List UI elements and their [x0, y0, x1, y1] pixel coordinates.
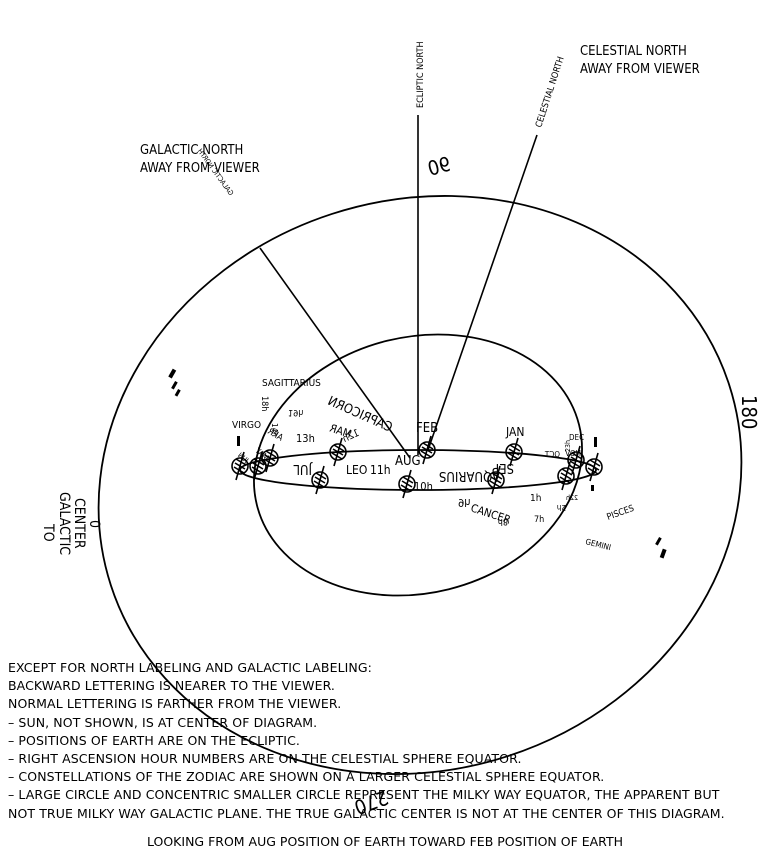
earth-marker: [231, 451, 249, 481]
galactic-north-axis: [259, 247, 411, 459]
note-line: NOT TRUE MILKY WAY GALACTIC PLANE. THE T…: [8, 805, 725, 821]
hour-label-11h: 11h: [370, 463, 391, 477]
hour-label-19h: 19h: [288, 407, 303, 417]
month-label-dec: DEC: [569, 433, 584, 442]
hour-label-2h: 2h: [557, 503, 566, 512]
galactic-center-label-line-3: TO: [40, 523, 56, 542]
hour-label-18h: 18h: [259, 396, 269, 411]
note-line: – POSITIONS OF EARTH ARE ON THE ECLIPTIC…: [8, 732, 300, 748]
month-label-aug: AUG: [395, 454, 421, 469]
galactic-marker-left: [168, 368, 181, 397]
constellation-leo: LEO: [346, 463, 367, 477]
ecliptic-north-label: ECLIPTIC NORTH: [416, 41, 426, 108]
explanatory-notes: EXCEPT FOR NORTH LABELING AND GALACTIC L…: [8, 659, 766, 823]
hour-label-8h: 8h: [498, 516, 508, 526]
month-label-oct: OCT: [544, 450, 560, 459]
celestial-north-note-line-1: CELESTIAL NORTH: [580, 44, 687, 59]
degree-0-label: 0: [86, 520, 102, 528]
note-line: EXCEPT FOR NORTH LABELING AND GALACTIC L…: [8, 660, 372, 675]
note-line: – CONSTELLATIONS OF THE ZODIAC ARE SHOWN…: [8, 769, 605, 785]
earth-marker: [557, 461, 575, 491]
constellation-aquarius: AQUARIUS: [439, 468, 500, 483]
earth-marker: [329, 437, 347, 467]
earth-markers: [231, 435, 603, 499]
earth-marker: [261, 443, 279, 473]
note-line: – RIGHT ASCENSION HOUR NUMBERS ARE ON TH…: [8, 751, 522, 767]
earth-marker: [398, 469, 416, 499]
hour-label-1h: 1h: [530, 493, 541, 504]
month-label-feb: FEB: [416, 421, 438, 436]
note-line: – SUN, NOT SHOWN, IS AT CENTER OF DIAGRA…: [8, 714, 318, 730]
large-galactic-circle: [97, 195, 743, 775]
hour-label-10h: 10h: [414, 480, 433, 493]
hour-label-22h: 22h: [566, 494, 578, 502]
hour-label-14h: 14h: [270, 423, 279, 437]
note-line: BACKWARD LETTERING IS NEARER TO THE VIEW…: [8, 678, 335, 694]
celestial-north-note-line-2: AWAY FROM VIEWER: [580, 62, 700, 77]
hour-label-13h: 13h: [296, 432, 315, 445]
degree-180-label: 180: [737, 395, 761, 429]
galactic-center-label-line-1: GALACTIC: [56, 492, 72, 555]
month-label-sep: SEP: [492, 460, 514, 475]
month-label-jul: JUL: [293, 461, 313, 476]
hour-label-7h: 7h: [534, 515, 544, 525]
diagram-caption: LOOKING FROM AUG POSITION OF EARTH TOWAR…: [146, 834, 623, 849]
hour-label-23h: 23h: [564, 440, 572, 452]
galactic-marker-right: [655, 537, 667, 559]
tick-mark: [591, 485, 594, 491]
earth-marker: [585, 452, 603, 482]
earth-marker: [487, 465, 505, 495]
earth-marker: [505, 437, 523, 467]
tick-mark: [237, 436, 240, 446]
constellation-pisces: PISCES: [606, 504, 636, 523]
earth-marker: [249, 451, 267, 481]
hour-label-9h: 9h: [458, 496, 471, 509]
tick-mark: [594, 437, 597, 447]
earth-marker: [418, 435, 436, 465]
month-label-nov: NOV: [565, 449, 581, 458]
celestial-north-axis: [427, 134, 538, 451]
galactic-north-note-line-1: GALACTIC NORTH: [140, 143, 243, 158]
galactic-center-label-line-2: CENTER: [71, 498, 87, 549]
earth-marker: [567, 445, 585, 475]
celestial-north-axis-label: CELESTIAL NORTH: [534, 56, 566, 129]
degree-90-label: 90: [425, 152, 453, 181]
constellation-virgo: VIRGO: [232, 420, 261, 431]
note-line: NORMAL LETTERING IS FARTHER FROM THE VIE…: [8, 696, 342, 712]
galactic-north-note-line-2: AWAY FROM VIEWER: [140, 161, 260, 176]
constellation-cancer: CANCER: [469, 501, 512, 526]
month-label-jan: JAN: [505, 425, 524, 439]
constellation-gemini: GEMINI: [585, 537, 612, 552]
small-galactic-circle: [253, 333, 583, 597]
constellation-sagittarius: SAGITTARIUS: [262, 378, 321, 389]
earth-marker: [311, 465, 329, 495]
note-line: – LARGE CIRCLE AND CONCENTRIC SMALLER CI…: [8, 787, 720, 803]
